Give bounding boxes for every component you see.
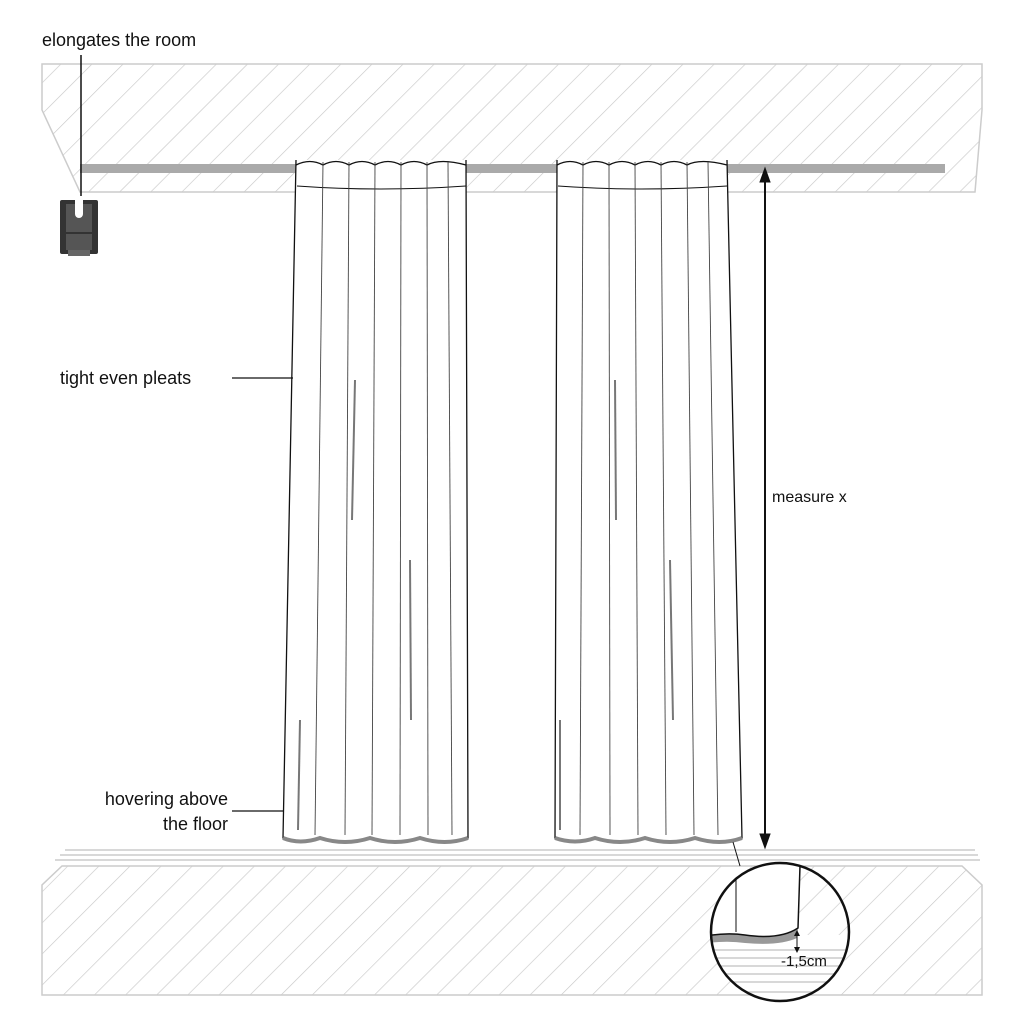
measure-arrow: [759, 166, 771, 850]
leader-inset: [732, 841, 741, 867]
label-pleats: tight even pleats: [60, 368, 192, 388]
label-elongates: elongates the room: [42, 30, 197, 50]
label-measure: measure x: [772, 489, 847, 506]
right-curtain: [554, 159, 743, 844]
left-curtain: [282, 159, 469, 844]
label-hovering-2: the floor: [162, 814, 228, 834]
curtain-rod: [80, 164, 945, 173]
label-hovering-1: hovering above: [104, 789, 228, 809]
label-gap: -1,5cm: [781, 953, 827, 970]
ceiling: [41, 63, 983, 193]
glider-icon: [60, 200, 98, 256]
